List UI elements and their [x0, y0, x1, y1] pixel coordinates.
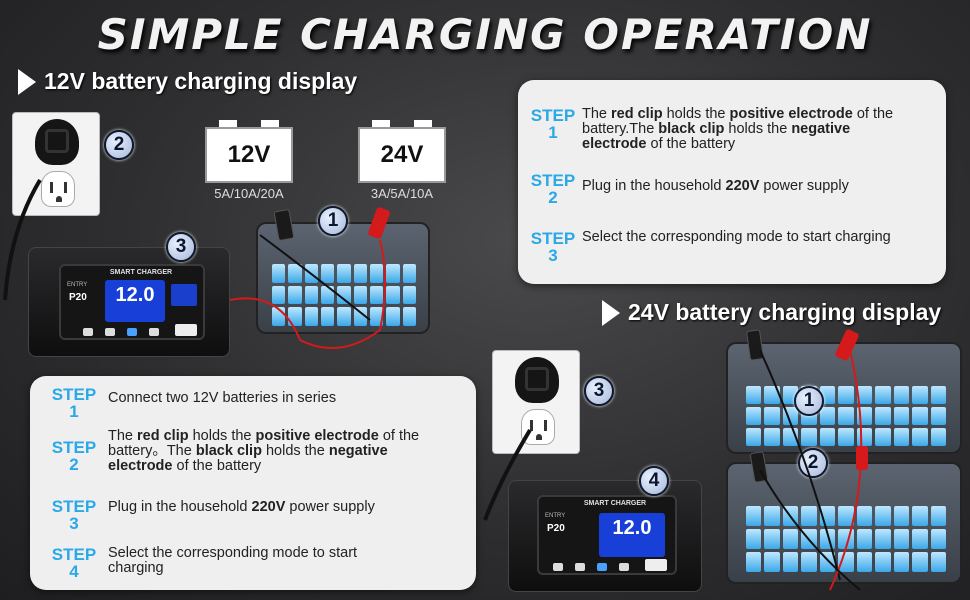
battery-voltage-12v: 12V [227, 141, 271, 168]
badge-2-bottom: 2 [798, 448, 828, 478]
mode-button-2 [575, 563, 585, 571]
wall-socket [12, 112, 100, 216]
charger-lcd: 12.0 [105, 280, 165, 322]
mode-button-3 [597, 563, 607, 571]
play-triangle-icon [602, 299, 620, 326]
charger-mode-panel [171, 284, 197, 306]
plug-icon [35, 119, 79, 165]
section-heading-12v: 12V battery charging display [18, 68, 357, 95]
charger-model: P20 [69, 292, 87, 303]
step-text: Select the corresponding mode to start c… [582, 229, 891, 245]
charger-brand: ENTRY [67, 282, 88, 288]
badge-1-top: 1 [318, 206, 348, 236]
step-text: The red clip holds the positive electrod… [108, 428, 420, 474]
battery-spec-24v: 3A/5A/10A [370, 186, 434, 201]
section-heading-24v: 24V battery charging display [602, 299, 941, 326]
mode-button-1 [83, 328, 93, 336]
mode-button-5 [645, 559, 667, 571]
badge-3-top: 3 [166, 232, 196, 262]
power-cord-right [483, 428, 532, 521]
battery-icon-12v: 12V [205, 120, 293, 194]
mode-button-5 [175, 324, 197, 336]
section-12v-title: 12V battery charging display [44, 68, 358, 94]
battery-24v-lower [726, 462, 962, 584]
outlet-icon [41, 171, 75, 207]
plug-icon [515, 357, 559, 403]
step-text: Plug in the household 220V power supply [582, 178, 849, 194]
smart-charger-12v: SMART CHARGER ENTRY P20 12.0 [28, 247, 230, 357]
mode-button-3 [127, 328, 137, 336]
step-text: Select the corresponding mode to start c… [108, 545, 358, 576]
charger-label: SMART CHARGER [109, 269, 173, 276]
page-title: SIMPLE CHARGING OPERATION [97, 10, 873, 59]
badge-2-top: 2 [104, 130, 134, 160]
battery-voltage-24v: 24V [380, 141, 424, 168]
badge-3-bottom: 3 [584, 376, 614, 406]
step-text: Plug in the household 220V power supply [108, 499, 375, 515]
badge-4-bottom: 4 [639, 466, 669, 496]
badge-1-bottom: 1 [794, 386, 824, 416]
wall-socket-2 [492, 350, 580, 454]
mode-button-2 [105, 328, 115, 336]
charger-lcd: 12.0 [599, 513, 665, 557]
step-text: Connect two 12V batteries in series [108, 390, 337, 406]
mode-button-4 [619, 563, 629, 571]
play-triangle-icon [18, 68, 36, 95]
charging-cables-12v [229, 234, 386, 349]
power-cord-left [3, 178, 42, 300]
mode-button-4 [149, 328, 159, 336]
battery-spec-12v: 5A/10A/20A [214, 186, 284, 201]
charger-label: SMART CHARGER [583, 500, 647, 507]
smart-charger-24v: SMART CHARGER ENTRY P20 12.0 [508, 480, 702, 592]
mode-button-1 [553, 563, 563, 571]
section-24v-title: 24V battery charging display [628, 299, 942, 325]
step-text: The red clip holds the positive electrod… [582, 106, 894, 152]
charger-model: P20 [547, 523, 565, 534]
charger-brand: ENTRY [545, 513, 566, 519]
battery-icon-24v: 24V [358, 120, 446, 194]
charging-cables-24v [759, 349, 863, 591]
